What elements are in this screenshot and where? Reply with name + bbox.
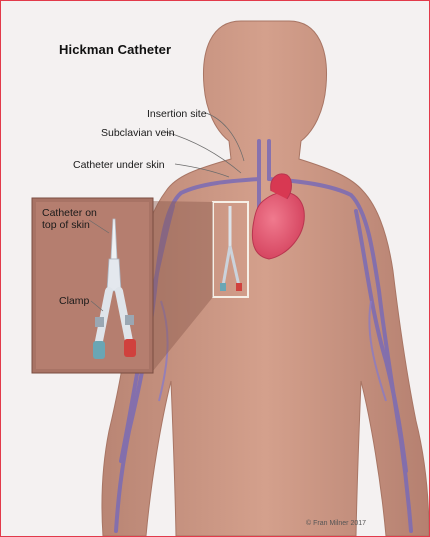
label-catheter-under-skin: Catheter under skin [73, 159, 165, 171]
label-clamp: Clamp [59, 295, 89, 307]
label-subclavian-vein: Subclavian vein [101, 127, 175, 139]
label-catheter-on-top-of-skin: Catheter on top of skin [42, 207, 102, 231]
label-insertion-site: Insertion site [147, 108, 207, 120]
diagram-title: Hickman Catheter [59, 42, 171, 57]
copyright-credit: © Fran Milner 2017 [306, 520, 366, 527]
